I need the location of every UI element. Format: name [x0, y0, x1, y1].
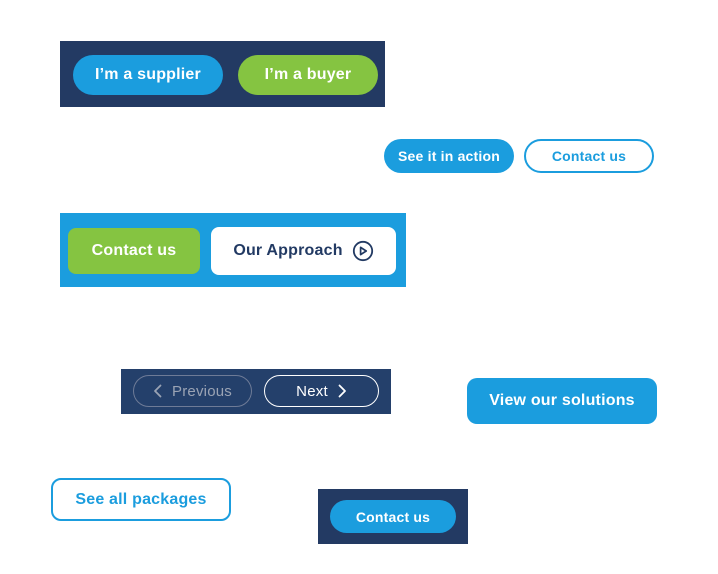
contact-us-outline-button[interactable]: Contact us [524, 139, 654, 173]
next-label: Next [296, 382, 328, 400]
our-approach-button[interactable]: Our Approach [211, 227, 396, 275]
chevron-left-icon [153, 384, 162, 398]
our-approach-label: Our Approach [233, 242, 343, 259]
contact-us-footer-button[interactable]: Contact us [330, 500, 456, 533]
next-button[interactable]: Next [264, 375, 379, 407]
see-it-in-action-button[interactable]: See it in action [384, 139, 514, 173]
footer-contact-bar: Contact us [318, 489, 468, 544]
audience-bar: I’m a supplier I’m a buyer [60, 41, 385, 107]
pager-bar: Previous Next [121, 369, 391, 414]
buyer-button[interactable]: I’m a buyer [238, 55, 378, 95]
approach-bar: Contact us Our Approach [60, 213, 406, 287]
previous-label: Previous [172, 382, 232, 400]
play-icon [352, 240, 374, 262]
contact-us-green-button[interactable]: Contact us [68, 228, 200, 274]
previous-button[interactable]: Previous [133, 375, 252, 407]
view-our-solutions-button[interactable]: View our solutions [467, 378, 657, 424]
see-all-packages-button[interactable]: See all packages [51, 478, 231, 521]
chevron-right-icon [338, 384, 347, 398]
supplier-button[interactable]: I’m a supplier [73, 55, 223, 95]
